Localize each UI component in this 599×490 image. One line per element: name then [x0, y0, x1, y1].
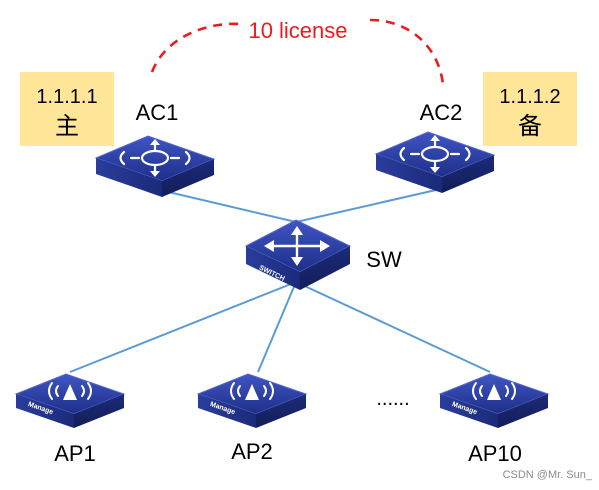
ac1-name-label: AC1	[136, 100, 179, 125]
ap1-name-label: AP1	[54, 441, 96, 466]
ac1-role-label: 主	[55, 113, 79, 140]
link-ac1-sw	[159, 189, 297, 223]
license-link-arc	[150, 18, 445, 85]
license-label: 10 license	[248, 18, 347, 43]
ap1-access-point-icon: Manage	[14, 373, 126, 428]
ac1-ip-box: 1.1.1.1 主	[20, 72, 114, 146]
ac1-ip-label: 1.1.1.1	[36, 86, 97, 108]
switch-name-label: SW	[366, 247, 402, 272]
link-sw-ap2	[257, 281, 297, 373]
ac2-ip-box: 1.1.1.2 备	[483, 72, 577, 146]
watermark: CSDN @Mr. Sun_	[503, 469, 593, 481]
ac2-name-label: AC2	[420, 100, 463, 125]
ac2-ip-label: 1.1.1.2	[499, 86, 560, 108]
ac2-role-label: 备	[518, 113, 542, 140]
ap-ellipsis: ......	[376, 388, 409, 410]
link-sw-ap1	[69, 281, 297, 373]
ac1-controller-icon	[94, 135, 216, 197]
ap2-name-label: AP2	[231, 439, 273, 464]
switch-icon: SWITCH	[244, 219, 352, 290]
ap10-name-label: AP10	[468, 441, 522, 466]
ap2-access-point-icon: Manage	[196, 373, 308, 428]
ac2-controller-icon	[374, 131, 496, 193]
ap10-access-point-icon: Manage	[438, 373, 550, 428]
links	[69, 189, 491, 373]
link-sw-ap10	[295, 281, 491, 373]
link-ac2-sw	[295, 189, 437, 223]
